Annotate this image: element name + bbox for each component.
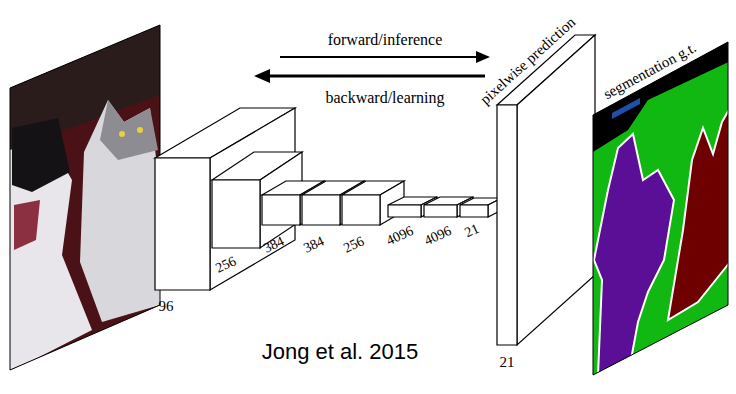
channel-count: 96 [159, 299, 174, 314]
channel-count: 384 [302, 234, 327, 256]
cuboid-front [424, 205, 457, 217]
cuboid-front [342, 195, 380, 225]
arrow-head [476, 51, 490, 63]
cuboid-front [460, 205, 488, 217]
forward-arrow [280, 56, 478, 58]
layer-block: 21 [460, 198, 502, 217]
dog-head [12, 118, 70, 192]
segment-void [593, 35, 733, 152]
segmentation-map [588, 30, 736, 380]
cuboid-side [517, 35, 595, 345]
input-photo [0, 0, 170, 380]
arrow-label: forward/inference [328, 32, 443, 48]
prediction-layer: pixelwise prediction21 [497, 35, 595, 345]
cuboid-side [260, 152, 302, 248]
channel-count: 21 [500, 355, 515, 370]
channel-count: 256 [342, 234, 367, 256]
cuboid-front [262, 195, 300, 225]
highlight-bar [612, 98, 640, 119]
cuboid-front [388, 205, 421, 217]
cat-segment [668, 108, 730, 320]
channel-count: 21 [463, 222, 482, 241]
photo-ground [0, 0, 170, 380]
cuboid-front [212, 180, 260, 248]
channel-count: 4096 [422, 224, 453, 249]
arrow-label: backward/learning [325, 90, 444, 106]
citation: Jong et al. 2015 [262, 341, 419, 363]
cat-eye [137, 127, 143, 133]
segment-background [588, 30, 736, 380]
cat-body [80, 100, 160, 322]
photo-frame [10, 25, 160, 370]
cat-eye [119, 131, 125, 137]
cat-head [100, 100, 158, 160]
backward-arrow [268, 75, 485, 78]
arrow-head [254, 69, 270, 83]
cuboid-shape [460, 198, 502, 217]
cuboid-front [497, 105, 517, 345]
segmentation-shape [588, 30, 733, 380]
cuboid-front [302, 195, 340, 225]
channel-count: 4096 [384, 224, 415, 249]
cuboid-front [155, 158, 210, 290]
dog-tongue [14, 200, 40, 250]
segmentation-image: segmentation g.t. [588, 30, 733, 380]
